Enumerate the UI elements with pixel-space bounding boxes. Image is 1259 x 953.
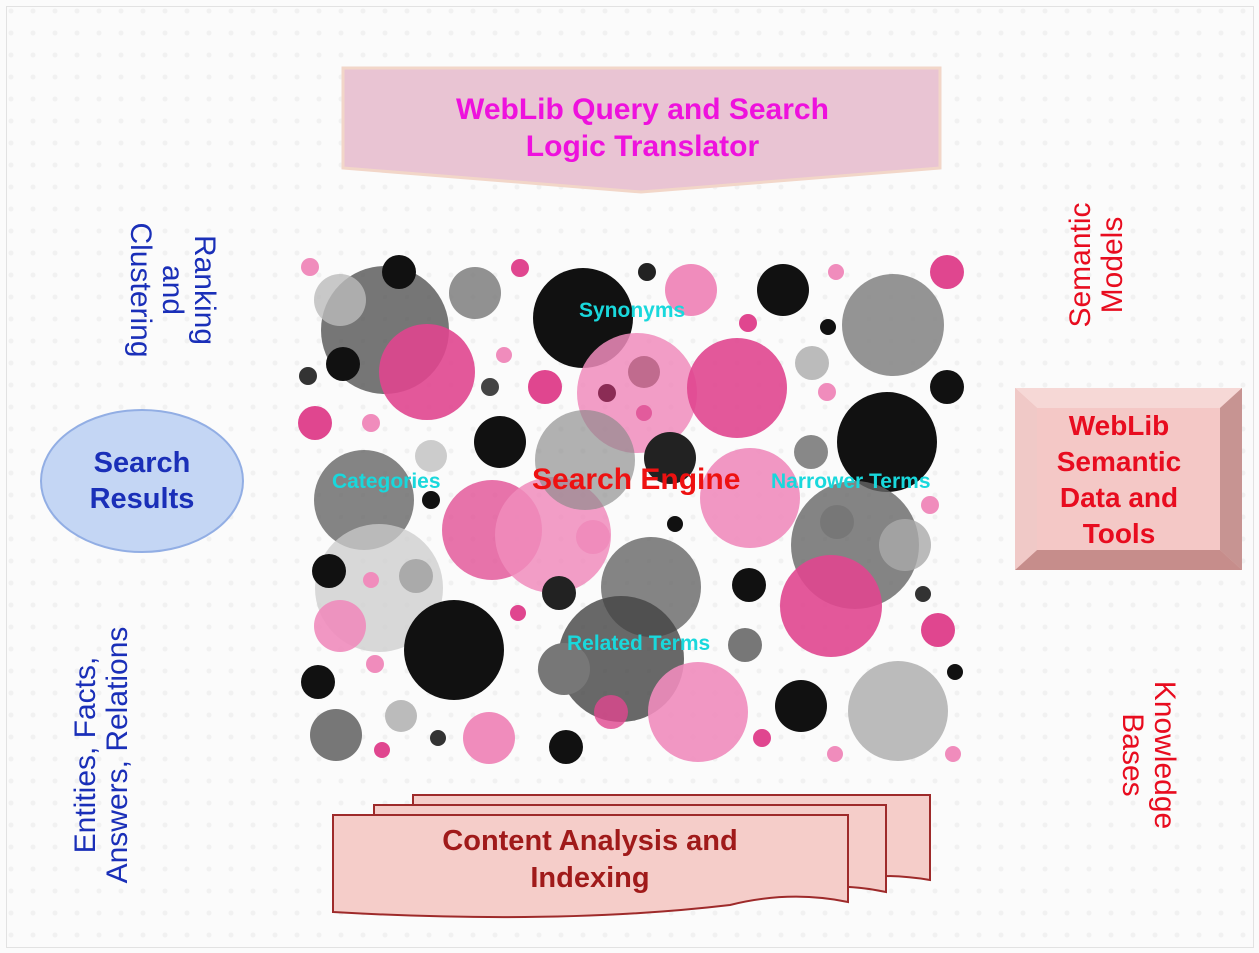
decorative-dot — [481, 378, 499, 396]
decorative-dot — [362, 414, 380, 432]
decorative-dot — [422, 491, 440, 509]
decorative-dot — [598, 384, 616, 402]
decorative-dot — [404, 600, 504, 700]
semantic-tools-label: WebLib Semantic Data and Tools — [1056, 410, 1182, 549]
decorative-dot — [382, 255, 416, 289]
decorative-dot — [827, 746, 843, 762]
decorative-dot — [820, 505, 854, 539]
decorative-dot — [644, 432, 696, 484]
decorative-dot — [665, 264, 717, 316]
decorative-dot — [739, 314, 757, 332]
decorative-dot — [638, 263, 656, 281]
decorative-dot — [542, 576, 576, 610]
decorative-dot — [314, 274, 366, 326]
decorative-dot — [576, 520, 610, 554]
decorative-dot — [687, 338, 787, 438]
decorative-dot — [374, 742, 390, 758]
decorative-dot — [828, 264, 844, 280]
semantic-tools-bevel — [1015, 388, 1242, 570]
term-categories: Categories — [332, 470, 441, 493]
decorative-dot — [945, 746, 961, 762]
canvas-frame — [6, 6, 1254, 948]
decorative-dot — [528, 370, 562, 404]
decorative-dot — [915, 586, 931, 602]
decorative-dot — [301, 258, 319, 276]
decorative-dot — [463, 712, 515, 764]
decorative-dot — [474, 416, 526, 468]
content-analysis-stack — [332, 794, 931, 919]
decorative-dot — [538, 643, 590, 695]
decorative-dot — [795, 346, 829, 380]
decorative-dot — [921, 613, 955, 647]
decorative-dot — [775, 680, 827, 732]
decorative-dot — [728, 628, 762, 662]
decorative-dot — [312, 554, 346, 588]
search-results-ellipse — [40, 409, 244, 553]
decorative-dot — [301, 665, 335, 699]
decorative-dot — [385, 700, 417, 732]
decorative-dot — [366, 655, 384, 673]
decorative-dot — [511, 259, 529, 277]
decorative-dot — [879, 519, 931, 571]
decorative-dot — [449, 267, 501, 319]
decorative-dot — [848, 661, 948, 761]
decorative-dot — [818, 383, 836, 401]
decorative-dot — [700, 448, 800, 548]
decorative-dot — [842, 274, 944, 376]
decorative-dot — [753, 729, 771, 747]
decorative-dot — [430, 730, 446, 746]
search-engine-dot-field — [298, 255, 964, 764]
semantic-models-label: Semantic Models — [1064, 202, 1129, 328]
query-translator-arrow — [341, 66, 942, 194]
decorative-dot — [496, 347, 512, 363]
knowledge-bases-label: Knowledge Bases — [1116, 680, 1181, 830]
decorative-dot — [648, 662, 748, 762]
decorative-dot — [757, 264, 809, 316]
content-analysis-label: Content Analysis and Indexing — [442, 825, 738, 894]
decorative-dot — [326, 347, 360, 381]
decorative-dot — [667, 516, 683, 532]
decorative-dot — [594, 695, 628, 729]
decorative-dot — [628, 356, 660, 388]
decorative-dot — [535, 410, 635, 510]
ranking-clustering-label: Ranking and Clustering — [124, 222, 221, 358]
decorative-dot — [310, 709, 362, 761]
decorative-dot — [930, 255, 964, 289]
term-synonyms: Synonyms — [579, 299, 686, 322]
decorative-dot — [947, 664, 963, 680]
decorative-dot — [298, 406, 332, 440]
decorative-dot — [636, 405, 652, 421]
search-engine-label: Search Engine — [532, 463, 741, 496]
search-results-label: Search Results — [89, 447, 195, 515]
decorative-dot — [510, 605, 526, 621]
decorative-dot — [780, 555, 882, 657]
decorative-dot — [558, 596, 684, 722]
decorative-dot — [921, 496, 939, 514]
decorative-dot — [399, 559, 433, 593]
term-related: Related Terms — [567, 632, 711, 655]
decorative-dot — [549, 730, 583, 764]
decorative-dot — [794, 435, 828, 469]
decorative-dot — [930, 370, 964, 404]
decorative-dot — [379, 324, 475, 420]
decorative-dot — [314, 600, 366, 652]
decorative-dot — [732, 568, 766, 602]
decorative-dot — [415, 440, 447, 472]
decorative-dot — [299, 367, 317, 385]
query-translator-label: WebLib Query and Search Logic Translator — [456, 93, 829, 163]
entities-facts-label: Entities, Facts, Answers, Relations — [69, 626, 134, 884]
decorative-dot — [363, 572, 379, 588]
decorative-dot — [820, 319, 836, 335]
decorative-dot — [837, 392, 937, 492]
term-narrower: Narrower Terms — [771, 470, 931, 493]
